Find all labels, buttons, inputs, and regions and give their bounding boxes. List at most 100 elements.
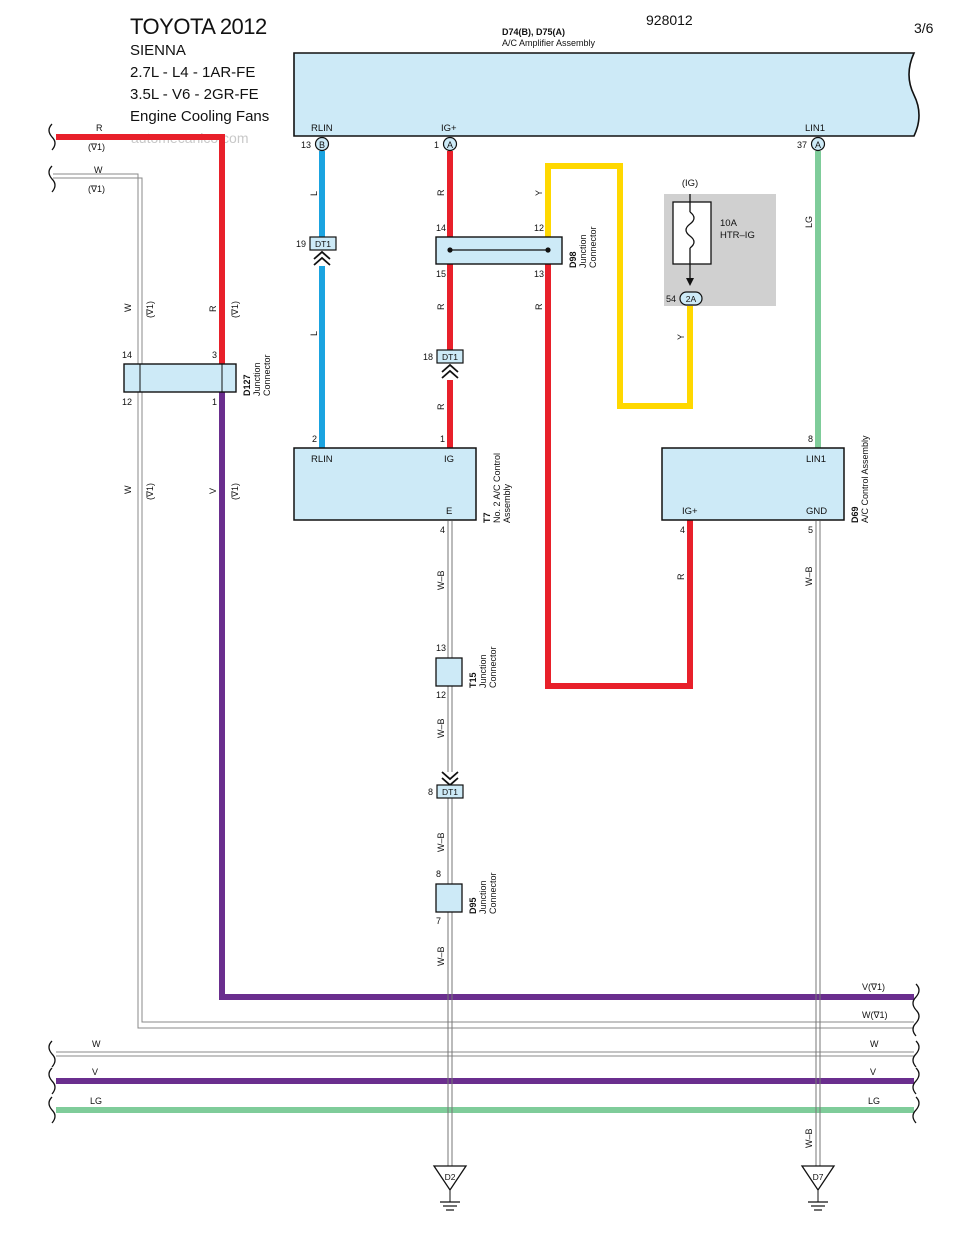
svg-text:W: W xyxy=(123,485,133,494)
ground-d7-icon: D7 xyxy=(800,1165,836,1211)
svg-text:Connector: Connector xyxy=(488,872,498,914)
amp-pin-1: A 1 xyxy=(434,136,458,152)
svg-text:15: 15 xyxy=(436,269,446,279)
svg-text:19: 19 xyxy=(296,239,306,249)
svg-text:R: R xyxy=(208,305,218,312)
d127-junction-connector: 14 3 12 1 D127 Junction Connector xyxy=(122,350,272,407)
svg-text:1: 1 xyxy=(212,397,217,407)
svg-text:R: R xyxy=(534,303,544,310)
svg-text:IG+: IG+ xyxy=(682,506,698,517)
svg-text:4: 4 xyxy=(440,525,445,535)
svg-text:D7: D7 xyxy=(813,1172,824,1182)
d69-control-assembly: LIN1 IG+ GND 8 4 5 D69 A/C Control Assem… xyxy=(661,434,870,535)
svg-text:R: R xyxy=(676,573,686,580)
svg-text:13: 13 xyxy=(436,643,446,653)
page-number: 3/6 xyxy=(914,20,934,36)
svg-text:13: 13 xyxy=(301,140,311,150)
dt1-connector-8: DT1 8 xyxy=(428,771,464,799)
engine-label-1: 2.7L - L4 - 1AR-FE xyxy=(130,64,256,81)
svg-text:A: A xyxy=(815,140,821,150)
svg-text:L: L xyxy=(309,191,319,196)
svg-text:W–B: W–B xyxy=(436,570,446,590)
svg-text:(∇1): (∇1) xyxy=(230,301,240,318)
svg-text:Connector: Connector xyxy=(588,226,598,268)
svg-text:(∇1): (∇1) xyxy=(88,142,105,152)
svg-text:D98: D98 xyxy=(568,251,578,268)
svg-text:Y: Y xyxy=(676,334,686,340)
svg-text:DT1: DT1 xyxy=(442,787,458,797)
svg-text:2A: 2A xyxy=(686,294,697,304)
svg-text:No. 2 A/C Control: No. 2 A/C Control xyxy=(492,453,502,523)
svg-text:Junction: Junction xyxy=(252,362,262,396)
svg-text:(∇1): (∇1) xyxy=(145,301,155,318)
svg-text:Connector: Connector xyxy=(262,354,272,396)
break-marks xyxy=(48,123,920,1124)
svg-text:R: R xyxy=(436,403,446,410)
svg-text:(IG): (IG) xyxy=(682,178,698,189)
svg-text:DT1: DT1 xyxy=(315,239,331,249)
svg-text:A: A xyxy=(447,140,453,150)
wire-violet xyxy=(219,392,914,1000)
svg-text:GND: GND xyxy=(806,506,827,517)
svg-text:(∇1): (∇1) xyxy=(145,483,155,500)
svg-text:8: 8 xyxy=(808,434,813,444)
wire-yellow xyxy=(545,163,693,409)
document-number: 928012 xyxy=(646,12,693,28)
svg-text:V: V xyxy=(92,1067,98,1077)
svg-text:A/C Control Assembly: A/C Control Assembly xyxy=(860,435,870,523)
svg-text:D2: D2 xyxy=(445,1172,456,1182)
wire-labels-vertical: W (∇1) R (∇1) W (∇1) V (∇1) L L R R R Y … xyxy=(123,189,814,1148)
ground-d2-icon: D2 xyxy=(432,1165,468,1211)
svg-text:W: W xyxy=(92,1039,101,1049)
fuse-htr-ig: (IG) 2A 54 10A HTR–IG xyxy=(664,178,776,306)
d98-junction-connector: 14 12 15 13 D98 Junction Connector xyxy=(435,223,598,279)
svg-text:14: 14 xyxy=(122,350,132,360)
svg-text:1: 1 xyxy=(434,140,439,150)
svg-text:LIN1: LIN1 xyxy=(806,454,826,465)
svg-text:LG: LG xyxy=(868,1096,880,1106)
svg-text:V: V xyxy=(870,1067,876,1077)
dt1-connector-18: DT1 18 xyxy=(423,349,464,379)
svg-text:5: 5 xyxy=(808,525,813,535)
svg-text:D95: D95 xyxy=(468,897,478,914)
svg-text:L: L xyxy=(309,331,319,336)
svg-text:Junction: Junction xyxy=(478,880,488,914)
dt1-connector-19: DT1 19 xyxy=(296,236,337,266)
svg-text:14: 14 xyxy=(436,223,446,233)
svg-text:LG: LG xyxy=(804,216,814,228)
svg-text:B: B xyxy=(319,140,325,150)
svg-text:4: 4 xyxy=(680,525,685,535)
svg-text:T7: T7 xyxy=(482,512,492,523)
svg-text:Junction: Junction xyxy=(578,234,588,268)
amp-pin-lin1: LIN1 xyxy=(805,123,825,134)
model-label: SIENNA xyxy=(130,42,186,59)
svg-text:12: 12 xyxy=(534,223,544,233)
svg-text:2: 2 xyxy=(312,434,317,444)
svg-text:10A: 10A xyxy=(720,218,738,229)
svg-text:Junction: Junction xyxy=(478,654,488,688)
svg-text:W–B: W–B xyxy=(436,946,446,966)
svg-text:37: 37 xyxy=(797,140,807,150)
svg-text:3: 3 xyxy=(212,350,217,360)
svg-text:W–B: W–B xyxy=(436,832,446,852)
wire-red-loop xyxy=(545,264,693,689)
system-label: Engine Cooling Fans xyxy=(130,108,270,125)
svg-text:RLIN: RLIN xyxy=(311,454,333,465)
svg-text:12: 12 xyxy=(122,397,132,407)
amplifier-name: A/C Amplifier Assembly xyxy=(502,38,596,48)
amplifier-assembly-box xyxy=(293,52,920,137)
svg-text:HTR–IG: HTR–IG xyxy=(720,230,755,241)
amp-pin-13: B 13 xyxy=(301,136,330,152)
svg-text:W–B: W–B xyxy=(804,1128,814,1148)
bus-lines xyxy=(56,1051,914,1113)
svg-text:8: 8 xyxy=(428,787,433,797)
svg-text:IG: IG xyxy=(444,454,454,465)
svg-text:8: 8 xyxy=(436,869,441,879)
amp-pin-37: A 37 xyxy=(797,136,826,152)
svg-text:W: W xyxy=(123,303,133,312)
amp-pin-ig: IG+ xyxy=(441,123,457,134)
svg-text:18: 18 xyxy=(423,352,433,362)
svg-text:R: R xyxy=(436,303,446,310)
svg-text:V(∇1): V(∇1) xyxy=(862,982,885,992)
